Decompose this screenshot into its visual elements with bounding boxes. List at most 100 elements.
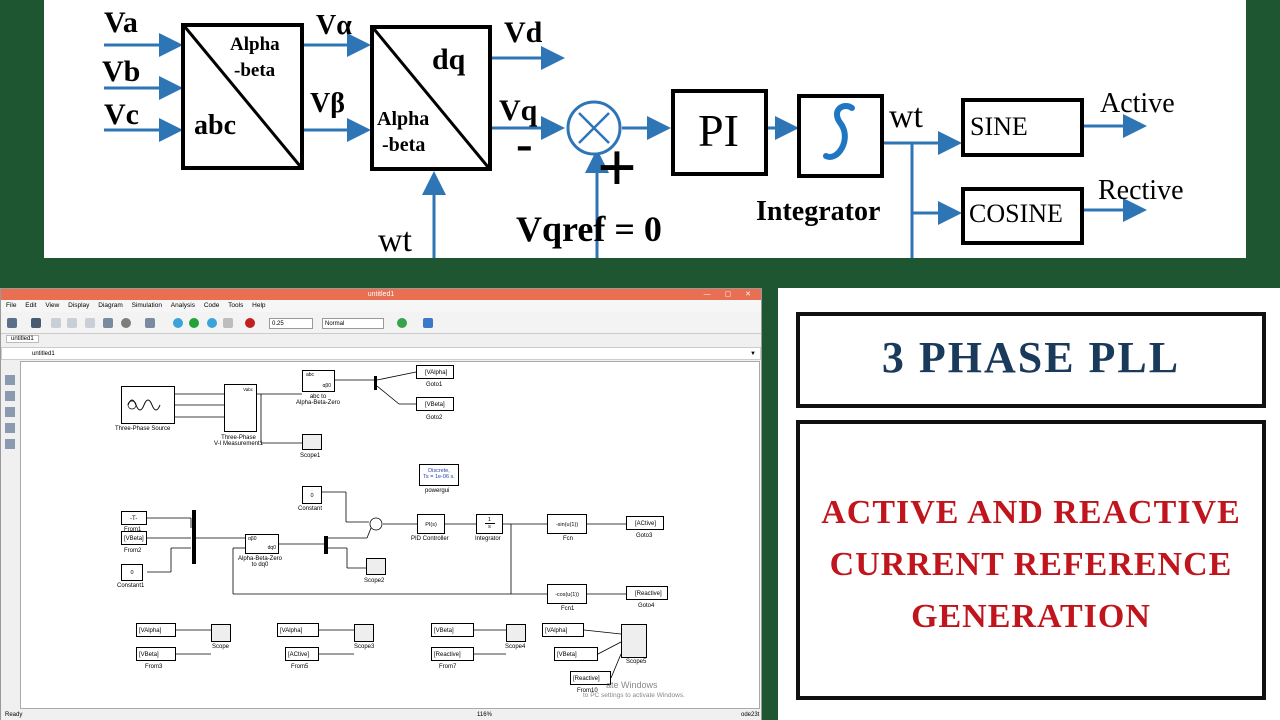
save-icon[interactable] <box>31 318 41 328</box>
fit-view-icon[interactable] <box>5 391 15 401</box>
subtitle-line1: ACTIVE AND REACTIVE <box>821 494 1241 531</box>
simulink-window: untitled1 — ▢ ✕ File Edit View Display D… <box>0 288 762 720</box>
fcn1-block[interactable]: -cos(u(1)) <box>547 584 587 604</box>
scope2-label: Scope2 <box>364 578 385 584</box>
annotation-icon[interactable] <box>5 423 15 433</box>
integral-symbol-icon <box>823 103 855 160</box>
library-icon[interactable] <box>103 318 113 328</box>
menu-code[interactable]: Code <box>203 302 220 309</box>
scope3-block[interactable] <box>354 624 374 642</box>
zoom-in-icon[interactable] <box>5 375 15 385</box>
powergui-line2: Ts = 1e-06 s. <box>423 474 455 481</box>
from3-tag-b[interactable]: [VBeta] <box>136 647 176 661</box>
constant-block[interactable]: 0 <box>302 486 322 504</box>
forward-icon[interactable] <box>67 318 77 328</box>
from3-tag-a[interactable]: [VAlpha] <box>136 623 176 637</box>
stop-icon[interactable] <box>223 318 233 328</box>
pid-controller-block[interactable]: PI(s) <box>417 514 445 534</box>
window-title-bar[interactable] <box>1 289 761 300</box>
image-icon[interactable] <box>5 439 15 449</box>
from7-label: From7 <box>439 664 457 670</box>
three-phase-source-block[interactable] <box>121 386 175 424</box>
menu-tools[interactable]: Tools <box>228 302 244 309</box>
three-phase-source-label: Three-Phase Source <box>115 426 171 432</box>
goto3-label: Goto3 <box>636 533 653 539</box>
zoom-level: 116% <box>477 712 492 718</box>
from7-tag-a[interactable]: [VBeta] <box>431 623 474 637</box>
park-label-top: dq <box>432 43 466 76</box>
clarke-label-top2: -beta <box>234 60 276 81</box>
window-controls[interactable]: — ▢ ✕ <box>703 291 757 298</box>
menu-analysis[interactable]: Analysis <box>170 302 195 309</box>
scope4-block[interactable] <box>506 624 526 642</box>
settings-gear-icon[interactable] <box>121 318 131 328</box>
alpha-beta-to-dq-block[interactable]: αβ0 dq0 <box>245 534 279 554</box>
integrator-numerator: 1 <box>487 517 492 523</box>
arrow-icon[interactable] <box>5 407 15 417</box>
model-explorer-icon[interactable] <box>145 318 155 328</box>
powergui-line1: Discrete, <box>428 468 450 474</box>
scope2-block[interactable] <box>366 558 386 575</box>
alpha-beta-to-dq-label: Alpha-Beta-Zero to dq0 <box>238 556 283 568</box>
ab2dq-out-label: dq0 <box>267 544 276 551</box>
powergui-block[interactable]: Discrete, Ts = 1e-06 s. <box>419 464 459 486</box>
from7-tag-b[interactable]: [Reactive] <box>431 647 474 661</box>
solver-name: ode23t <box>741 712 760 718</box>
menu-file[interactable]: File <box>6 302 17 309</box>
stop-time-input[interactable]: 0.25 <box>269 318 313 329</box>
goto2-tag[interactable]: [VBeta] <box>416 397 454 411</box>
check-icon[interactable] <box>397 318 407 328</box>
fcn-block[interactable]: -sin(u(1)) <box>547 514 587 534</box>
subtitle-box: ACTIVE AND REACTIVE CURRENT REFERENCE GE… <box>796 420 1266 700</box>
integrator-block[interactable]: 1 s <box>476 514 503 534</box>
step-forward-icon[interactable] <box>207 318 217 328</box>
input-vc: Vc <box>104 98 139 131</box>
from1-tag[interactable]: -T- <box>121 511 147 525</box>
scope-block[interactable] <box>211 624 231 642</box>
from10-tag-a[interactable]: [VAlpha] <box>542 623 584 637</box>
goto4-tag[interactable]: [Reactive] <box>626 586 668 600</box>
from5-tag-a[interactable]: [VAlpha] <box>277 623 319 637</box>
fcn1-label: Fcn1 <box>561 606 575 612</box>
menu-edit[interactable]: Edit <box>25 302 37 309</box>
menu-diagram[interactable]: Diagram <box>98 302 123 309</box>
menu-display[interactable]: Display <box>68 302 90 309</box>
goto1-tag[interactable]: [VAlpha] <box>416 365 454 379</box>
constant-label: Constant <box>298 506 323 512</box>
input-vb: Vb <box>102 55 141 88</box>
back-icon[interactable] <box>51 318 61 328</box>
canvas-palette <box>1 361 19 709</box>
menu-simulation[interactable]: Simulation <box>131 302 162 309</box>
from5-tag-b[interactable]: [ACtive] <box>285 647 319 661</box>
record-icon[interactable] <box>245 318 255 328</box>
menu-help[interactable]: Help <box>252 302 266 309</box>
integrator-label: Integrator <box>756 196 881 227</box>
simulation-mode-select[interactable]: Normal <box>322 318 384 329</box>
scope1-block[interactable] <box>302 434 322 450</box>
input-va: Va <box>104 6 138 39</box>
data-inspector-icon[interactable] <box>423 318 433 328</box>
integrator-sim-label: Integrator <box>475 536 501 542</box>
scope5-block[interactable] <box>621 624 647 658</box>
title-panel: 3 PHASE PLL ACTIVE AND REACTIVE CURRENT … <box>778 288 1280 720</box>
watermark-line2: to PC settings to activate Windows. <box>583 692 685 699</box>
menu-view[interactable]: View <box>45 302 60 309</box>
goto3-tag[interactable]: [ACtive] <box>626 516 664 530</box>
constant1-block[interactable]: 0 <box>121 564 143 581</box>
cosine-block-label: COSINE <box>969 199 1063 228</box>
goto2-label: Goto2 <box>426 415 443 421</box>
up-icon[interactable] <box>85 318 95 328</box>
from2-tag[interactable]: [VBeta] <box>121 531 147 545</box>
from10-tag-c[interactable]: [Reactive] <box>570 671 611 685</box>
step-back-icon[interactable] <box>173 318 183 328</box>
tab-untitled1[interactable]: untitled1 <box>6 335 39 343</box>
model-canvas[interactable]: Three-Phase Source Vabc Three-Phase V-I … <box>20 361 760 709</box>
powergui-label: powergui <box>425 488 450 494</box>
address-dropdown-icon[interactable]: ▼ <box>750 351 756 357</box>
run-icon[interactable] <box>189 318 199 328</box>
address-path[interactable]: untitled1 <box>32 351 55 357</box>
abc-to-alpha-beta-block[interactable]: abc αβ0 <box>302 370 335 392</box>
new-model-icon[interactable] <box>7 318 17 328</box>
vi-measurement-block[interactable]: Vabc <box>224 384 257 432</box>
from10-tag-b[interactable]: [VBeta] <box>554 647 598 661</box>
